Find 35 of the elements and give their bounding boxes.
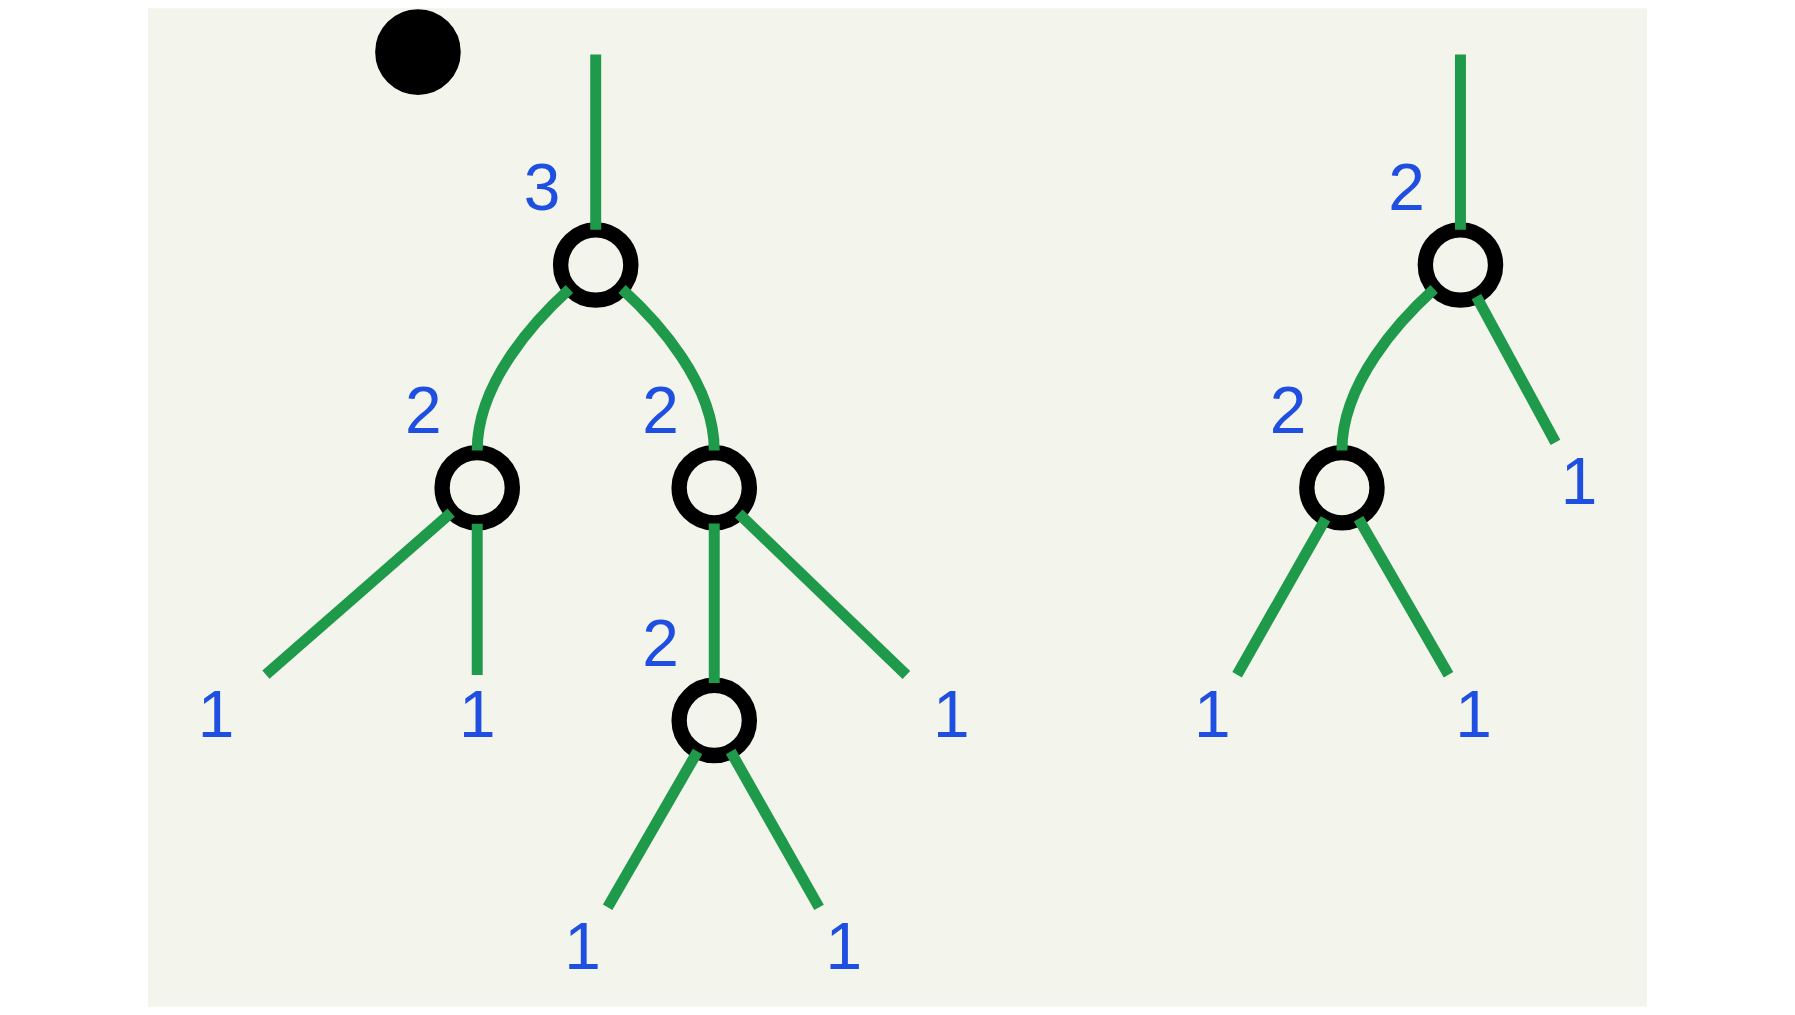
connector (708, 523, 720, 684)
node-text: 1 (458, 676, 496, 751)
node-text: 1 (1560, 444, 1598, 519)
connector (590, 54, 602, 230)
connector (1471, 294, 1561, 445)
connector (471, 285, 574, 451)
node-circle (552, 222, 639, 308)
node-circle (671, 444, 758, 531)
node-label: 2 (642, 605, 679, 680)
node-label: 2 (1269, 372, 1307, 447)
node-label: 2 (642, 372, 679, 447)
node-circle (375, 9, 461, 95)
node-label: 2 (1388, 150, 1425, 225)
node-circle (671, 677, 758, 764)
node-text: 1 (197, 676, 235, 751)
node-text: 1 (564, 909, 601, 984)
node-circle (1299, 444, 1385, 531)
connector (725, 748, 824, 911)
node-circle (1417, 222, 1504, 308)
node-text: 1 (1194, 676, 1231, 751)
node-text: 1 (932, 676, 970, 751)
connector (602, 748, 703, 911)
connector (1336, 285, 1438, 451)
connector (1454, 54, 1466, 230)
connector (618, 285, 720, 451)
connector (1232, 516, 1331, 678)
node-circle (434, 444, 520, 531)
connector (262, 508, 455, 679)
node-label: 2 (405, 372, 442, 447)
connector (734, 509, 911, 679)
node-text: 1 (825, 909, 863, 984)
node-label: 3 (523, 150, 561, 225)
connector (471, 523, 483, 675)
node-text: 1 (1455, 676, 1492, 751)
connector (1353, 516, 1454, 678)
